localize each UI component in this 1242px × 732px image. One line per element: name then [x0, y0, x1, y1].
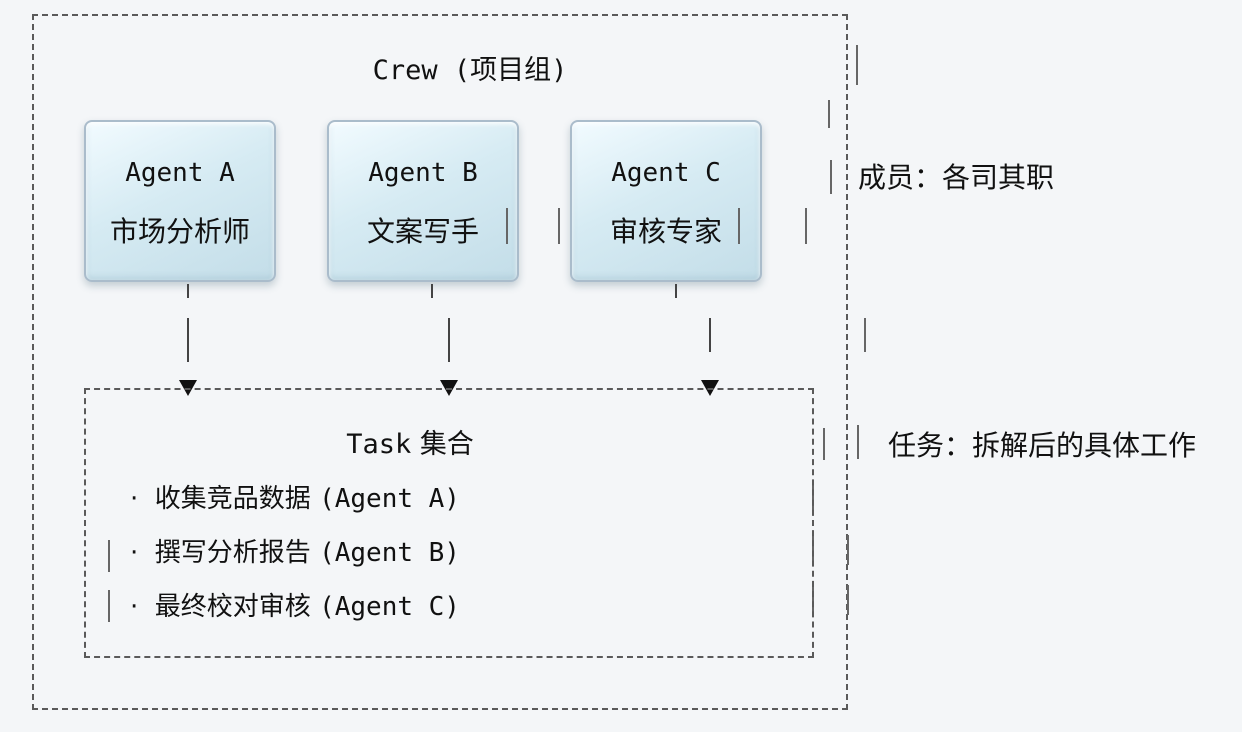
- divider-mark: [108, 590, 110, 622]
- agent-card-c: Agent C 审核专家: [570, 120, 762, 282]
- task-text: 最终校对审核: [154, 592, 311, 622]
- task-set-title-cjk: 集合: [419, 429, 474, 460]
- arrow-c-line: [709, 318, 711, 352]
- crew-boundary: [32, 14, 848, 710]
- task-owner: (Agent A): [319, 484, 460, 514]
- divider-mark: [830, 160, 832, 194]
- agent-a-role: 市场分析师: [109, 215, 250, 248]
- task-item-1: · 收集竞品数据 (Agent A): [130, 478, 460, 515]
- task-text: 收集竞品数据: [154, 484, 311, 514]
- divider-mark: [823, 428, 825, 460]
- divider-mark: [857, 425, 859, 459]
- task-item-3: · 最终校对审核 (Agent C): [130, 586, 460, 623]
- divider-mark: [847, 535, 849, 565]
- agent-a-name: Agent A: [125, 158, 235, 188]
- agent-card-b: Agent B 文案写手: [327, 120, 519, 282]
- agent-c-role: 审核专家: [609, 215, 722, 248]
- arrow-c-stem: [675, 284, 677, 298]
- members-label: 成员：各司其职: [858, 161, 1055, 194]
- divider-mark: [506, 208, 508, 244]
- divider-mark: [828, 100, 830, 128]
- task-item-2: · 撰写分析报告 (Agent B): [130, 532, 460, 569]
- divider-mark: [864, 318, 866, 352]
- task-set-title-latin: Task: [346, 429, 412, 460]
- divider-mark: [558, 208, 560, 244]
- task-bullet: ·: [130, 484, 139, 514]
- crew-title: Crew (项目组): [372, 55, 568, 86]
- divider-mark: [738, 208, 740, 244]
- task-text: 撰写分析报告: [154, 538, 311, 568]
- task-owner: (Agent B): [319, 538, 460, 568]
- task-set-boundary: [84, 388, 814, 658]
- arrow-a-line: [187, 318, 189, 362]
- divider-mark: [856, 45, 858, 85]
- task-owner: (Agent C): [319, 592, 460, 622]
- arrow-b-stem: [431, 284, 433, 298]
- agent-card-a: Agent A 市场分析师: [84, 120, 276, 282]
- arrow-a-stem: [187, 284, 189, 298]
- divider-mark: [805, 208, 807, 244]
- agent-b-name: Agent B: [368, 158, 478, 188]
- arrow-b-line: [448, 318, 450, 362]
- task-bullet: ·: [130, 538, 139, 568]
- divider-mark: [847, 585, 849, 615]
- agent-c-name: Agent C: [611, 158, 721, 188]
- task-bullet: ·: [130, 592, 139, 622]
- tasks-label: 任务：拆解后的具体工作: [888, 429, 1197, 462]
- agent-b-role: 文案写手: [366, 215, 479, 248]
- task-set-title: Task 集合: [260, 422, 560, 461]
- divider-mark: [108, 540, 110, 572]
